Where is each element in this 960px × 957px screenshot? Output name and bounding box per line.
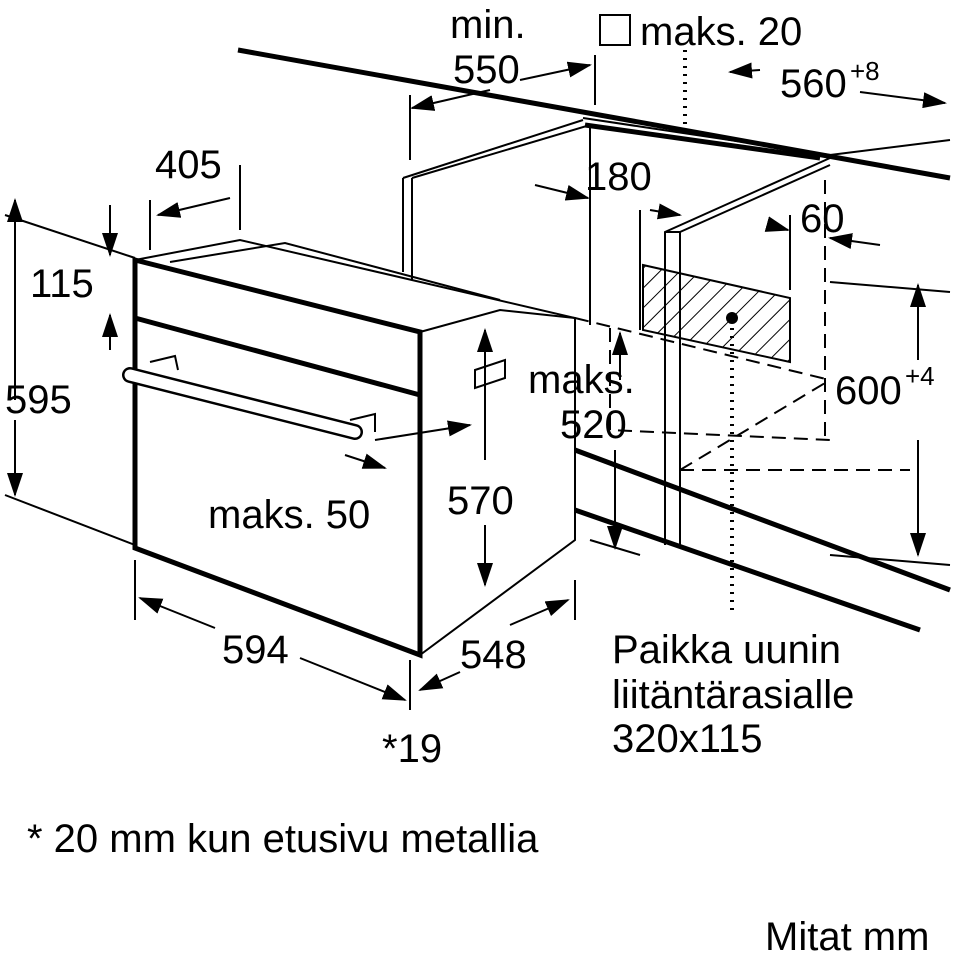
countertop bbox=[237, 47, 951, 181]
label-405: 405 bbox=[155, 143, 222, 187]
label-520: 520 bbox=[560, 403, 627, 447]
label-594: 594 bbox=[222, 628, 289, 672]
label-180: 180 bbox=[585, 155, 652, 199]
label-600-tolerance: +4 bbox=[905, 361, 935, 391]
label-548: 548 bbox=[460, 633, 527, 677]
label-595: 595 bbox=[5, 378, 72, 422]
checkbox-square-icon bbox=[599, 14, 631, 46]
units-note: Mitat mm bbox=[765, 915, 929, 957]
label-600: 600 bbox=[835, 369, 902, 413]
label-560-tolerance: +8 bbox=[850, 56, 880, 86]
socket-label-line3: 320x115 bbox=[612, 717, 763, 761]
socket-area bbox=[599, 14, 791, 610]
label-star-19: *19 bbox=[382, 727, 442, 771]
label-60: 60 bbox=[800, 197, 845, 241]
socket-label-line1: Paikka uunin bbox=[612, 628, 841, 672]
label-maks-50: maks. 50 bbox=[208, 493, 370, 537]
footnote: * 20 mm kun etusivu metallia bbox=[27, 817, 539, 861]
oven bbox=[122, 238, 576, 659]
label-min: min. bbox=[450, 3, 526, 47]
label-maks: maks. bbox=[528, 358, 635, 402]
label-550: 550 bbox=[453, 48, 520, 92]
label-115: 115 bbox=[30, 262, 94, 306]
label-maks-20: maks. 20 bbox=[640, 10, 802, 54]
socket-label-line2: liitäntärasialle bbox=[612, 673, 854, 717]
label-570: 570 bbox=[447, 479, 514, 523]
dimension-lines bbox=[4, 55, 951, 710]
cabinet bbox=[402, 119, 951, 633]
label-560: 560 bbox=[780, 62, 847, 106]
